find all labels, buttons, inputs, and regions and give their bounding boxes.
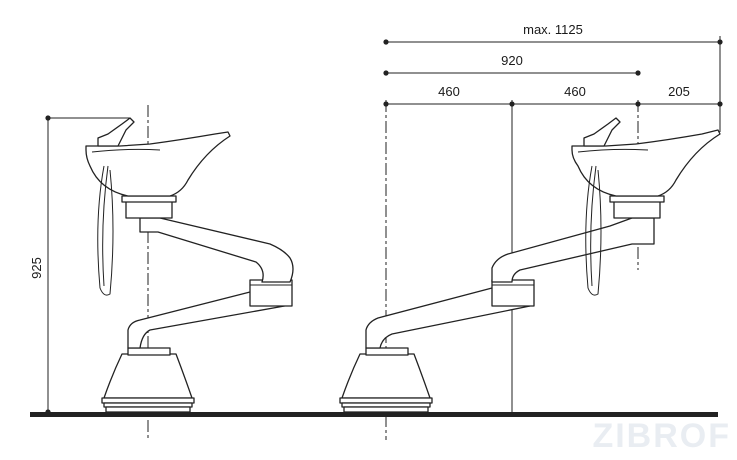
overhang-label: 205 [668,84,690,99]
height-dimension: 925 [29,115,130,415]
right-neck [613,199,661,219]
right-base [341,353,431,399]
left-bowl [85,131,231,197]
max-reach-label: max. 1125 [523,22,583,37]
left-segment-label: 460 [438,84,460,99]
segment-dimensions: 460 460 205 [383,84,723,107]
right-faucet [583,117,621,147]
left-upper-arm [139,217,294,283]
left-joint [249,279,293,307]
left-view-unit [85,105,294,440]
max-reach-dimension: max. 1125 [383,22,723,132]
left-hose [97,165,114,296]
height-label: 925 [29,257,44,279]
right-joint [491,279,535,307]
reach-920-dimension: 920 [383,53,641,76]
right-segment-label: 460 [564,84,586,99]
reach-920-label: 920 [501,53,523,68]
watermark-logo: ZIBROF [592,417,731,455]
left-base [103,353,193,399]
right-upper-arm [491,217,655,283]
left-neck [125,199,173,219]
right-bowl [571,129,721,197]
right-view-unit [339,100,721,440]
left-faucet [97,117,135,147]
floor-line [30,412,718,417]
right-hose [585,165,602,296]
